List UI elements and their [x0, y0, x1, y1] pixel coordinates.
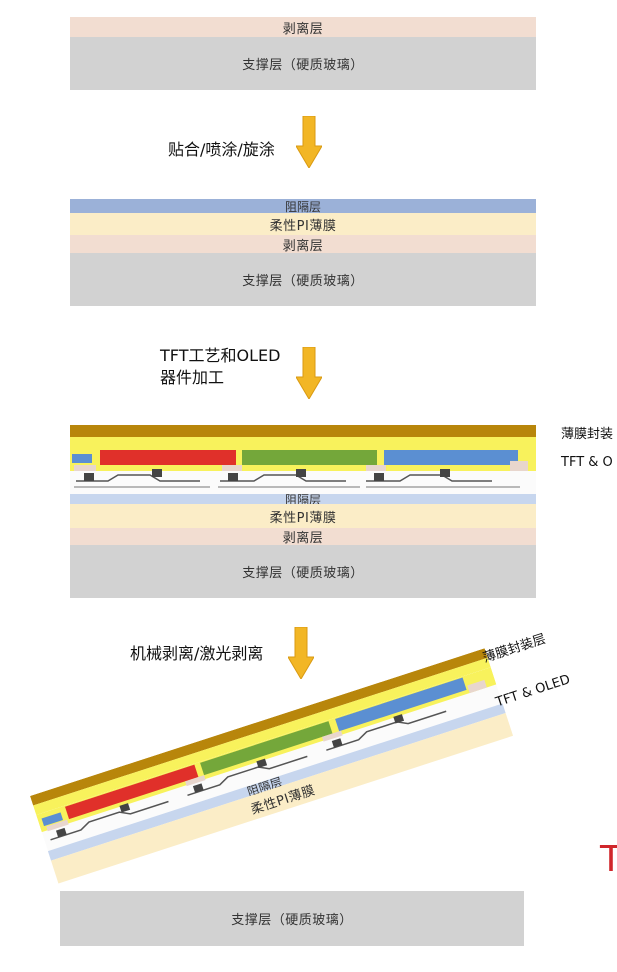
release-layer: 剥离层	[70, 528, 536, 546]
pi-film-label: 柔性PI薄膜	[269, 510, 337, 526]
release-layer: 剥离层	[70, 17, 536, 37]
green-subpixel	[242, 450, 377, 465]
encapsulation-label: 薄膜封装	[561, 427, 614, 442]
support-glass-layer: 支撑层（硬质玻璃）	[60, 891, 524, 946]
step-peeling-label: 机械剥离/激光剥离	[130, 644, 264, 663]
blue-subpixel	[384, 450, 518, 465]
tft-oled-label: TFT & OLED	[494, 672, 573, 711]
barrier-layer: 阻隔层	[70, 493, 536, 507]
step-coating-label: 贴合/喷涂/旋涂	[168, 140, 275, 159]
pi-film-layer: 柔性PI薄膜	[70, 504, 536, 528]
down-arrow-icon	[296, 347, 322, 399]
edge-mark: T	[600, 839, 617, 880]
release-layer-label: 剥离层	[282, 21, 324, 37]
barrier-layer-label: 阻隔层	[284, 199, 321, 214]
support-glass-label: 支撑层（硬质玻璃）	[242, 58, 364, 73]
blue-subpixel	[335, 677, 467, 732]
barrier-layer: 阻隔层	[70, 199, 536, 214]
pi-film-layer: 柔性PI薄膜	[70, 213, 536, 235]
down-arrow-icon	[288, 627, 314, 679]
red-subpixel	[100, 450, 236, 465]
peeled-flexible-stack: 阻隔层 柔性PI薄膜	[30, 648, 514, 884]
red-subpixel	[65, 764, 199, 820]
oled-device-stack	[70, 425, 536, 497]
barrier-layer-label: 阻隔层	[284, 492, 321, 507]
support-glass-layer: 支撑层（硬质玻璃）	[70, 253, 536, 306]
step-tft-oled-label-1: TFT工艺和OLED	[160, 346, 281, 365]
green-subpixel	[200, 721, 333, 776]
encapsulation-layer-label: 薄膜封装层	[481, 631, 548, 667]
support-glass-label: 支撑层（硬质玻璃）	[242, 274, 364, 289]
support-glass-label: 支撑层（硬质玻璃）	[231, 913, 353, 928]
support-glass-label: 支撑层（硬质玻璃）	[242, 566, 364, 581]
release-layer-label: 剥离层	[282, 238, 324, 254]
down-arrow-icon	[296, 116, 322, 168]
support-glass-layer: 支撑层（硬质玻璃）	[70, 545, 536, 598]
release-layer-label: 剥离层	[282, 531, 324, 546]
release-layer: 剥离层	[70, 235, 536, 254]
support-glass-layer: 支撑层（硬质玻璃）	[70, 37, 536, 90]
pi-film-label: 柔性PI薄膜	[269, 218, 337, 234]
step-tft-oled-label-2: 器件加工	[160, 368, 225, 387]
tft-oled-label: TFT & O	[561, 455, 613, 470]
